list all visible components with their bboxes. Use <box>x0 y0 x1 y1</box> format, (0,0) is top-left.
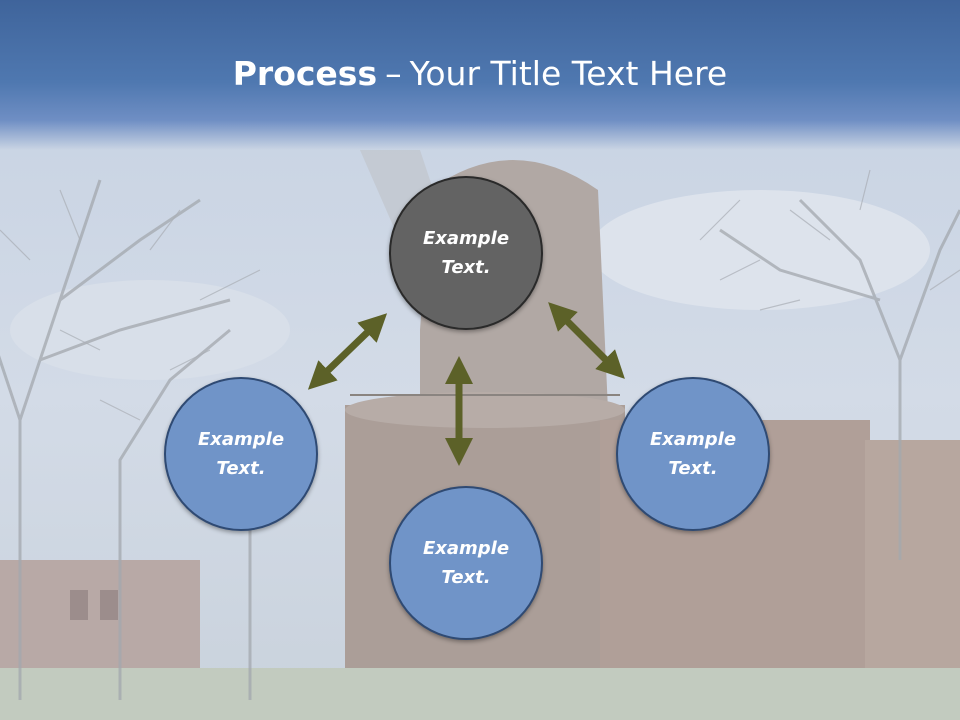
node-right-line2: Text. <box>668 458 718 479</box>
slide-title: Process–Your Title Text Here <box>0 52 960 96</box>
node-bottom-line1: Example <box>422 538 510 559</box>
node-top-line1: Example <box>422 228 510 249</box>
title-rest-text: Your Title Text Here <box>409 54 728 93</box>
node-right-line1: Example <box>649 429 737 450</box>
node-left-line1: Example <box>197 429 285 450</box>
title-bar <box>0 0 960 150</box>
title-bold-text: Process <box>232 54 378 93</box>
node-bottom-line2: Text. <box>441 567 491 588</box>
node-top-line2: Text. <box>441 257 491 278</box>
node-left-line2: Text. <box>216 458 266 479</box>
title-separator: – <box>385 54 402 93</box>
